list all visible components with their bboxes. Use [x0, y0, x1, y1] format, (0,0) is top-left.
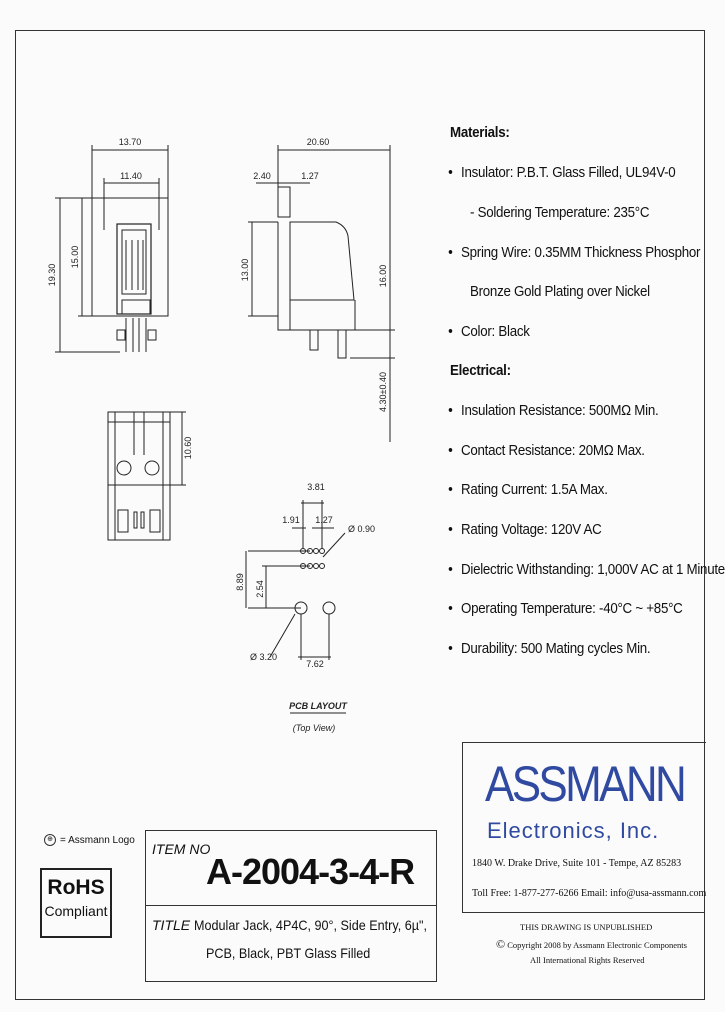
title-block: ITEM NO A-2004-3-4-R TITLE Modular Jack,…: [145, 830, 437, 982]
company-block: [462, 742, 706, 913]
logo-legend-text: = Assmann Logo: [60, 834, 135, 846]
unpublished-notice: THIS DRAWING IS UNPUBLISHED: [520, 922, 653, 932]
technical-drawing: 13.70 11.40 19.30 15.00 20.60 2.40 1.27 …: [47, 137, 395, 733]
dim-16-00: 16.00: [378, 265, 388, 288]
dim-11-40: 11.40: [120, 171, 142, 181]
top-view-label: (Top View): [293, 723, 336, 733]
spec-insulator: Insulator: P.B.T. Glass Filled, UL94V-0: [448, 165, 676, 181]
logo-legend: ⊕ = Assmann Logo: [44, 834, 135, 846]
dim-10-60: 10.60: [183, 437, 193, 460]
dim-1-91: 1.91: [282, 515, 300, 525]
pcb-layout-label: PCB LAYOUT: [289, 701, 348, 711]
electrical-heading: Electrical:: [450, 363, 511, 379]
dim-20-60: 20.60: [307, 137, 330, 147]
dim-3-81: 3.81: [307, 482, 325, 492]
spec-insulation: Insulation Resistance: 500MΩ Min.: [448, 403, 659, 419]
rohs-badge: RoHS Compliant: [40, 868, 112, 938]
dim-2-40: 2.40: [253, 171, 271, 181]
spec-color: Color: Black: [448, 324, 530, 340]
spec-spring: Spring Wire: 0.35MM Thickness Phosphor: [448, 245, 700, 261]
dim-13-70: 13.70: [119, 137, 142, 147]
dim-3-20: Ø 3.20: [250, 652, 277, 662]
rights-notice: All International Rights Reserved: [530, 955, 645, 965]
spec-rating-voltage: Rating Voltage: 120V AC: [448, 522, 602, 538]
spec-bronze: Bronze Gold Plating over Nickel: [470, 284, 650, 300]
dim-0-90: Ø 0.90: [348, 524, 375, 534]
dim-7-62: 7.62: [306, 659, 324, 669]
company-subtitle: Electronics, Inc.: [487, 818, 660, 843]
dim-15-00: 15.00: [70, 246, 80, 269]
front-view-body: [91, 197, 169, 317]
drawing-frame: [15, 30, 705, 1000]
dim-8-89: 8.89: [235, 573, 245, 591]
item-number: A-2004-3-4-R: [206, 851, 415, 892]
dim-2-54: 2.54: [255, 580, 265, 598]
copyright-icon: ©: [496, 937, 506, 951]
spec-rating-current: Rating Current: 1.5A Max.: [448, 482, 608, 498]
rohs-label: RoHS: [47, 876, 105, 899]
dim-4-30: 4.30±0.40: [378, 372, 388, 412]
title-label: TITLE: [152, 917, 191, 933]
dim-1-27-pcb: 1.27: [315, 515, 333, 525]
rohs-compliant-label: Compliant: [44, 903, 108, 919]
assmann-logo-icon: ⊕: [44, 834, 56, 846]
title-line-1: Modular Jack, 4P4C, 90°, Side Entry, 6µ"…: [194, 917, 427, 933]
title-line-2: PCB, Black, PBT Glass Filled: [206, 945, 371, 961]
spec-contact: Contact Resistance: 20MΩ Max.: [448, 443, 645, 459]
copyright-notice: © Copyright 2008 by Assmann Electronic C…: [496, 937, 687, 952]
spec-soldering: - Soldering Temperature: 235°C: [470, 205, 650, 221]
spec-operating: Operating Temperature: -40°C ~ +85°C: [448, 601, 683, 617]
company-address: 1840 W. Drake Drive, Suite 101 - Tempe, …: [472, 858, 682, 869]
item-no-label: ITEM NO: [152, 841, 211, 857]
dim-19-30: 19.30: [47, 264, 57, 287]
company-contact: Toll Free: 1-877-277-6266 Email: info@us…: [472, 888, 707, 899]
spec-durability: Durability: 500 Mating cycles Min.: [448, 641, 650, 657]
copyright-text: Copyright 2008 by Assmann Electronic Com…: [507, 940, 687, 950]
dim-13-00: 13.00: [240, 259, 250, 282]
company-name: ASSMANN: [485, 756, 687, 812]
materials-heading: Materials:: [450, 125, 510, 141]
spec-dielectric: Dielectric Withstanding: 1,000V AC at 1 …: [448, 562, 725, 578]
dim-1-27-side: 1.27: [301, 171, 319, 181]
